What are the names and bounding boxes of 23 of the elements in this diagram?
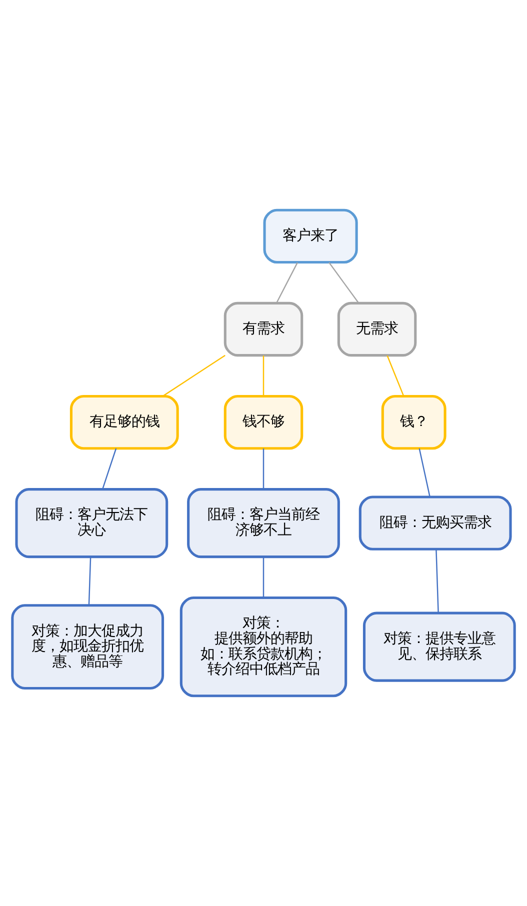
connector — [262, 356, 264, 396]
node-box: 阻碍：客户当前经济够不上 — [187, 488, 340, 558]
connector — [88, 557, 92, 606]
node-box: 阻碍：无购买需求 — [358, 496, 512, 550]
node-box: 有需求 — [224, 302, 304, 357]
node-box: 钱不够 — [224, 394, 304, 450]
node-box: 无需求 — [337, 302, 417, 357]
connector — [262, 557, 264, 598]
node-box: 钱？ — [381, 394, 446, 450]
node-box: 阻碍：客户无法下决心 — [15, 488, 168, 558]
connector — [436, 549, 439, 613]
node-box: 对策： 提供额外的帮助 如：联系贷款机构；转介绍中低档产品 — [180, 596, 348, 698]
connector — [102, 448, 117, 490]
connector — [262, 448, 264, 490]
node-box: 对策：提供专业意见、保持联系 — [362, 612, 516, 682]
node-box: 对策：加大促成力度，如现金折扣优惠、赠品等 — [11, 604, 164, 690]
connector — [418, 448, 430, 498]
connector — [276, 262, 298, 304]
connector — [328, 262, 360, 304]
node-box: 客户来了 — [263, 208, 358, 264]
connector — [386, 355, 404, 396]
node-box: 有足够的钱 — [70, 394, 179, 450]
connector — [162, 354, 226, 396]
